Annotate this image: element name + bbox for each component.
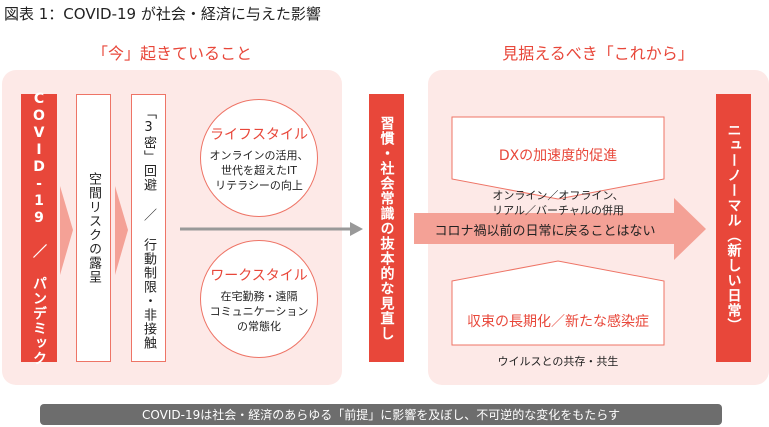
- prolong-title: 収束の長期化／新たな感染症: [467, 314, 649, 330]
- lifestyle-body: オンラインの活用、 世代を超えたIT リテラシーの向上: [209, 148, 309, 192]
- workstyle-body: 在宅勤務・遠隔 コミュニケーション の常態化: [209, 289, 309, 333]
- right-heading: 見据えるべき「これから」: [502, 44, 694, 63]
- workstyle-title: ワークスタイル: [210, 267, 308, 284]
- dx-block: DXの加速度的促進 オンライン／オフライン、 リアル／バーチャルの併用: [452, 126, 664, 237]
- lifestyle-circle: ライフスタイル オンラインの活用、 世代を超えたIT リテラシーの向上: [200, 99, 318, 217]
- big-arrow: [414, 198, 706, 260]
- figure-title: 図表 1：COVID-19 が社会・経済に与えた影響: [4, 5, 321, 23]
- workstyle-circle: ワークスタイル 在宅勤務・遠隔 コミュニケーション の常態化: [200, 240, 318, 358]
- dx-title: DXの加速度的促進: [498, 148, 618, 164]
- prolong-pentagon: [451, 260, 665, 346]
- arrow-text: コロナ禍以前の日常に戻ることはない: [434, 224, 656, 239]
- avoid-box: 「3密」回避 ／ 行動制限・非接触: [131, 94, 166, 362]
- chevron-arrow-1: [60, 186, 73, 275]
- chevron-arrow-2: [115, 186, 128, 275]
- diagram-shapes: [60, 116, 706, 346]
- gray-arrow-head: [350, 222, 363, 236]
- rethink-bar: 習慣・社会常識の抜本的な見直し: [369, 94, 404, 362]
- dx-body: オンライン／オフライン、 リアル／バーチャルの併用: [492, 189, 624, 217]
- dx-pentagon: [451, 116, 665, 200]
- pandemic-bar: COVID-19 ／ パンデミック: [21, 91, 57, 366]
- prolong-block: 収束の長期化／新たな感染症 ウイルスとの共存・共生: [452, 292, 664, 388]
- new-normal-bar: ニューノーマル（新しい日常）: [716, 94, 751, 362]
- prolong-body: ウイルスとの共存・共生: [497, 355, 619, 368]
- left-heading: 「今」起きていること: [91, 44, 252, 63]
- summary-bar: COVID-19は社会・経済のあらゆる「前提」に影響を及ぼし、不可逆的な変化をも…: [40, 404, 722, 425]
- lifestyle-title: ライフスタイル: [210, 126, 308, 143]
- risk-box: 空間リスクの露呈: [76, 94, 111, 362]
